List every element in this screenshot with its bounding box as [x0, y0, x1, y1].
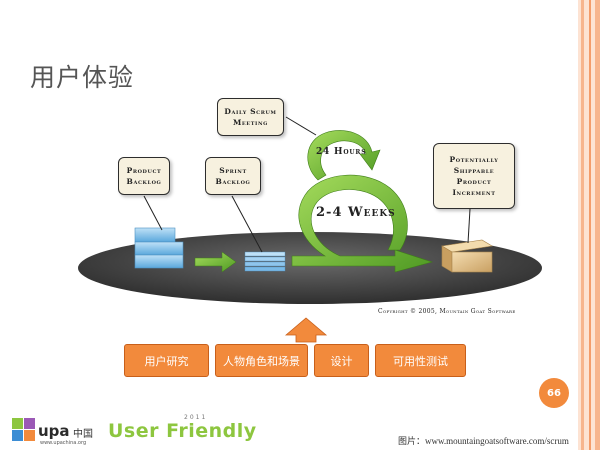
product-backlog-stack	[134, 227, 184, 269]
callout-daily-scrum-label: Daily Scrum Meeting	[224, 107, 277, 127]
pointer-increment	[467, 208, 471, 244]
upa-logo-text: upa	[38, 422, 70, 440]
callout-increment-label: Potentially Shippable Product Increment	[449, 155, 499, 197]
up-arrow	[284, 317, 328, 343]
daily-loop-arrow	[307, 130, 381, 181]
callout-product-backlog-label: Product Backlog	[126, 166, 162, 186]
slide-border	[578, 0, 600, 450]
slide-title: 用户体验	[30, 63, 135, 92]
pointer-daily-scrum	[285, 116, 317, 136]
upa-logo-url: www.upachina.org	[40, 440, 87, 446]
upa-logo-icon	[12, 418, 35, 441]
platform-ellipse	[78, 232, 542, 304]
pointer-product-backlog	[143, 195, 163, 231]
callout-daily-scrum: Daily Scrum Meeting	[217, 98, 284, 136]
callout-sprint-backlog-label: Sprint Backlog	[215, 166, 251, 186]
step-user-research: 用户研究	[124, 344, 209, 377]
image-source-caption: 图片：www.mountaingoatsoftware.com/scrum	[398, 436, 569, 446]
step-usability-testing: 可用性测试	[375, 344, 466, 377]
copyright-text: Copyright © 2005, Mountain Goat Software	[378, 308, 516, 315]
upa-logo-cn: 中国	[73, 429, 93, 440]
sprint-loop-arrow	[291, 174, 434, 273]
product-increment-box	[441, 239, 493, 273]
sprint-backlog-stack	[244, 251, 286, 272]
callout-product-backlog: Product Backlog	[118, 157, 170, 195]
step-personas-scenarios: 人物角色和场景	[215, 344, 308, 377]
user-friendly-year: 2011	[184, 414, 208, 421]
user-friendly-logo: User Friendly	[108, 420, 257, 442]
step-design: 设计	[314, 344, 369, 377]
cycle-short-label: 24 Hours	[316, 147, 367, 157]
cycle-long-label: 2-4 Weeks	[316, 205, 396, 220]
page-number-badge: 66	[539, 378, 569, 408]
callout-increment: Potentially Shippable Product Increment	[433, 143, 515, 209]
callout-sprint-backlog: Sprint Backlog	[205, 157, 261, 195]
green-arrow-left	[194, 251, 237, 273]
pointer-sprint-backlog	[231, 195, 263, 253]
